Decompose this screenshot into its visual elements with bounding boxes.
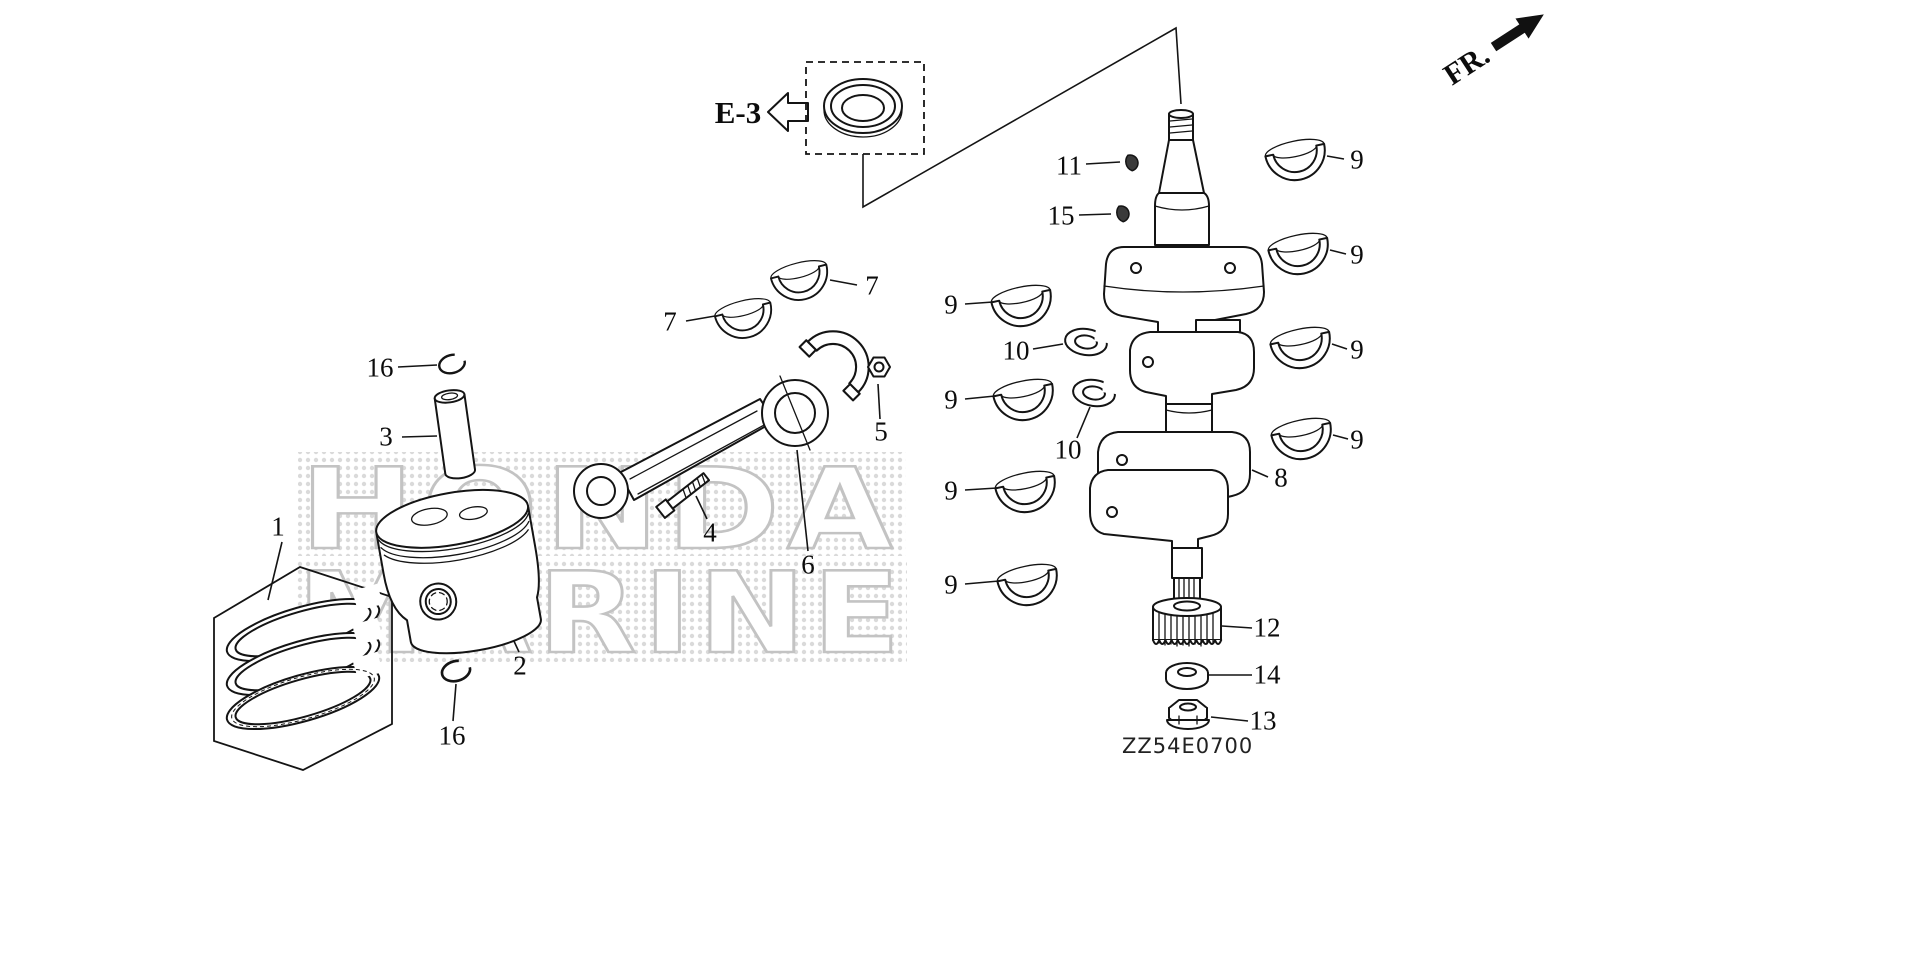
piston-pin-drawing <box>433 389 477 480</box>
piston-rings-drawing <box>213 566 393 771</box>
rod-bearing-shell-drawing <box>711 255 835 345</box>
e3-reference-arrow <box>767 61 925 155</box>
fr-label: FR. <box>1438 38 1496 92</box>
fr-arrow-icon <box>1490 14 1544 52</box>
rod-nut-drawing <box>867 356 891 378</box>
oil-seal-drawing <box>823 78 903 138</box>
thrust-washer-drawing <box>1062 322 1122 411</box>
watermark-line2: MARINE <box>297 549 907 679</box>
crankshaft-drawing <box>1089 109 1265 610</box>
fr-direction-arrow: FR. <box>1438 14 1544 92</box>
washer-drawing <box>1165 662 1209 690</box>
piston-drawing <box>375 488 542 655</box>
section-ref-label: E-3 <box>715 95 762 130</box>
flange-nut-drawing <box>1166 699 1210 730</box>
woodruff-key-drawing <box>1114 152 1141 224</box>
timing-gear-drawing <box>1152 597 1223 647</box>
rod-cap-drawing <box>798 330 870 402</box>
rod-bolt-drawing <box>655 472 711 519</box>
connecting-rod-drawing <box>573 375 829 519</box>
diagram-code: ZZ54E0700 <box>1122 734 1253 758</box>
